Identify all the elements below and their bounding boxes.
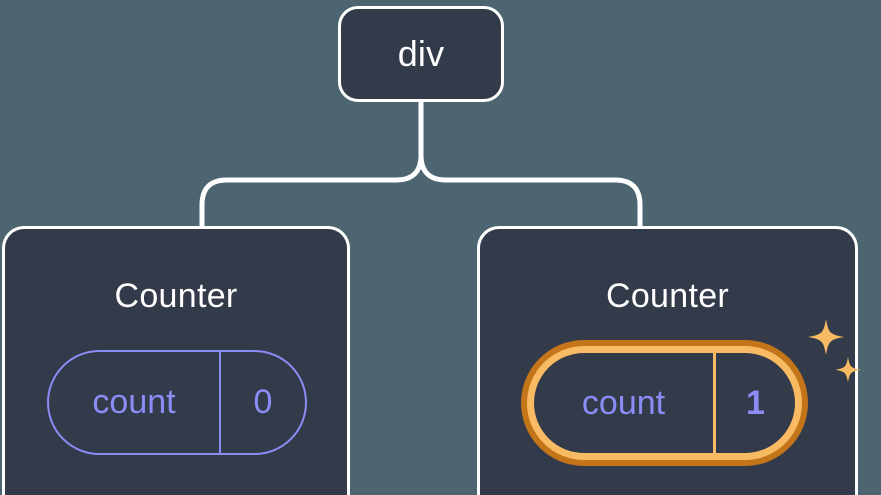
connector-branch-left [199, 152, 424, 231]
node-counter-left-title: Counter [114, 277, 238, 315]
connector-branch-right [418, 152, 643, 231]
state-pill-right-highlighted[interactable]: count 1 [521, 340, 808, 466]
state-key-left: count [49, 352, 221, 453]
state-pill-left[interactable]: count 0 [47, 350, 307, 455]
node-counter-right[interactable]: Counter count 1 [477, 226, 861, 495]
state-pill-right-core: count 1 [534, 353, 795, 453]
node-counter-right-title: Counter [605, 277, 730, 315]
node-counter-left[interactable]: Counter count 0 [2, 226, 350, 495]
state-value-right: 1 [746, 383, 765, 422]
node-div-label: div [397, 33, 445, 74]
sparkle-group [808, 319, 861, 383]
state-key-right: count [534, 353, 716, 453]
state-value-left: 0 [253, 383, 273, 421]
state-pill-right-ring: count 1 [527, 346, 802, 460]
sparkle-four-point-icon [808, 319, 844, 355]
node-div[interactable]: div [338, 6, 504, 102]
sparkle-four-point-small-icon [835, 357, 861, 383]
